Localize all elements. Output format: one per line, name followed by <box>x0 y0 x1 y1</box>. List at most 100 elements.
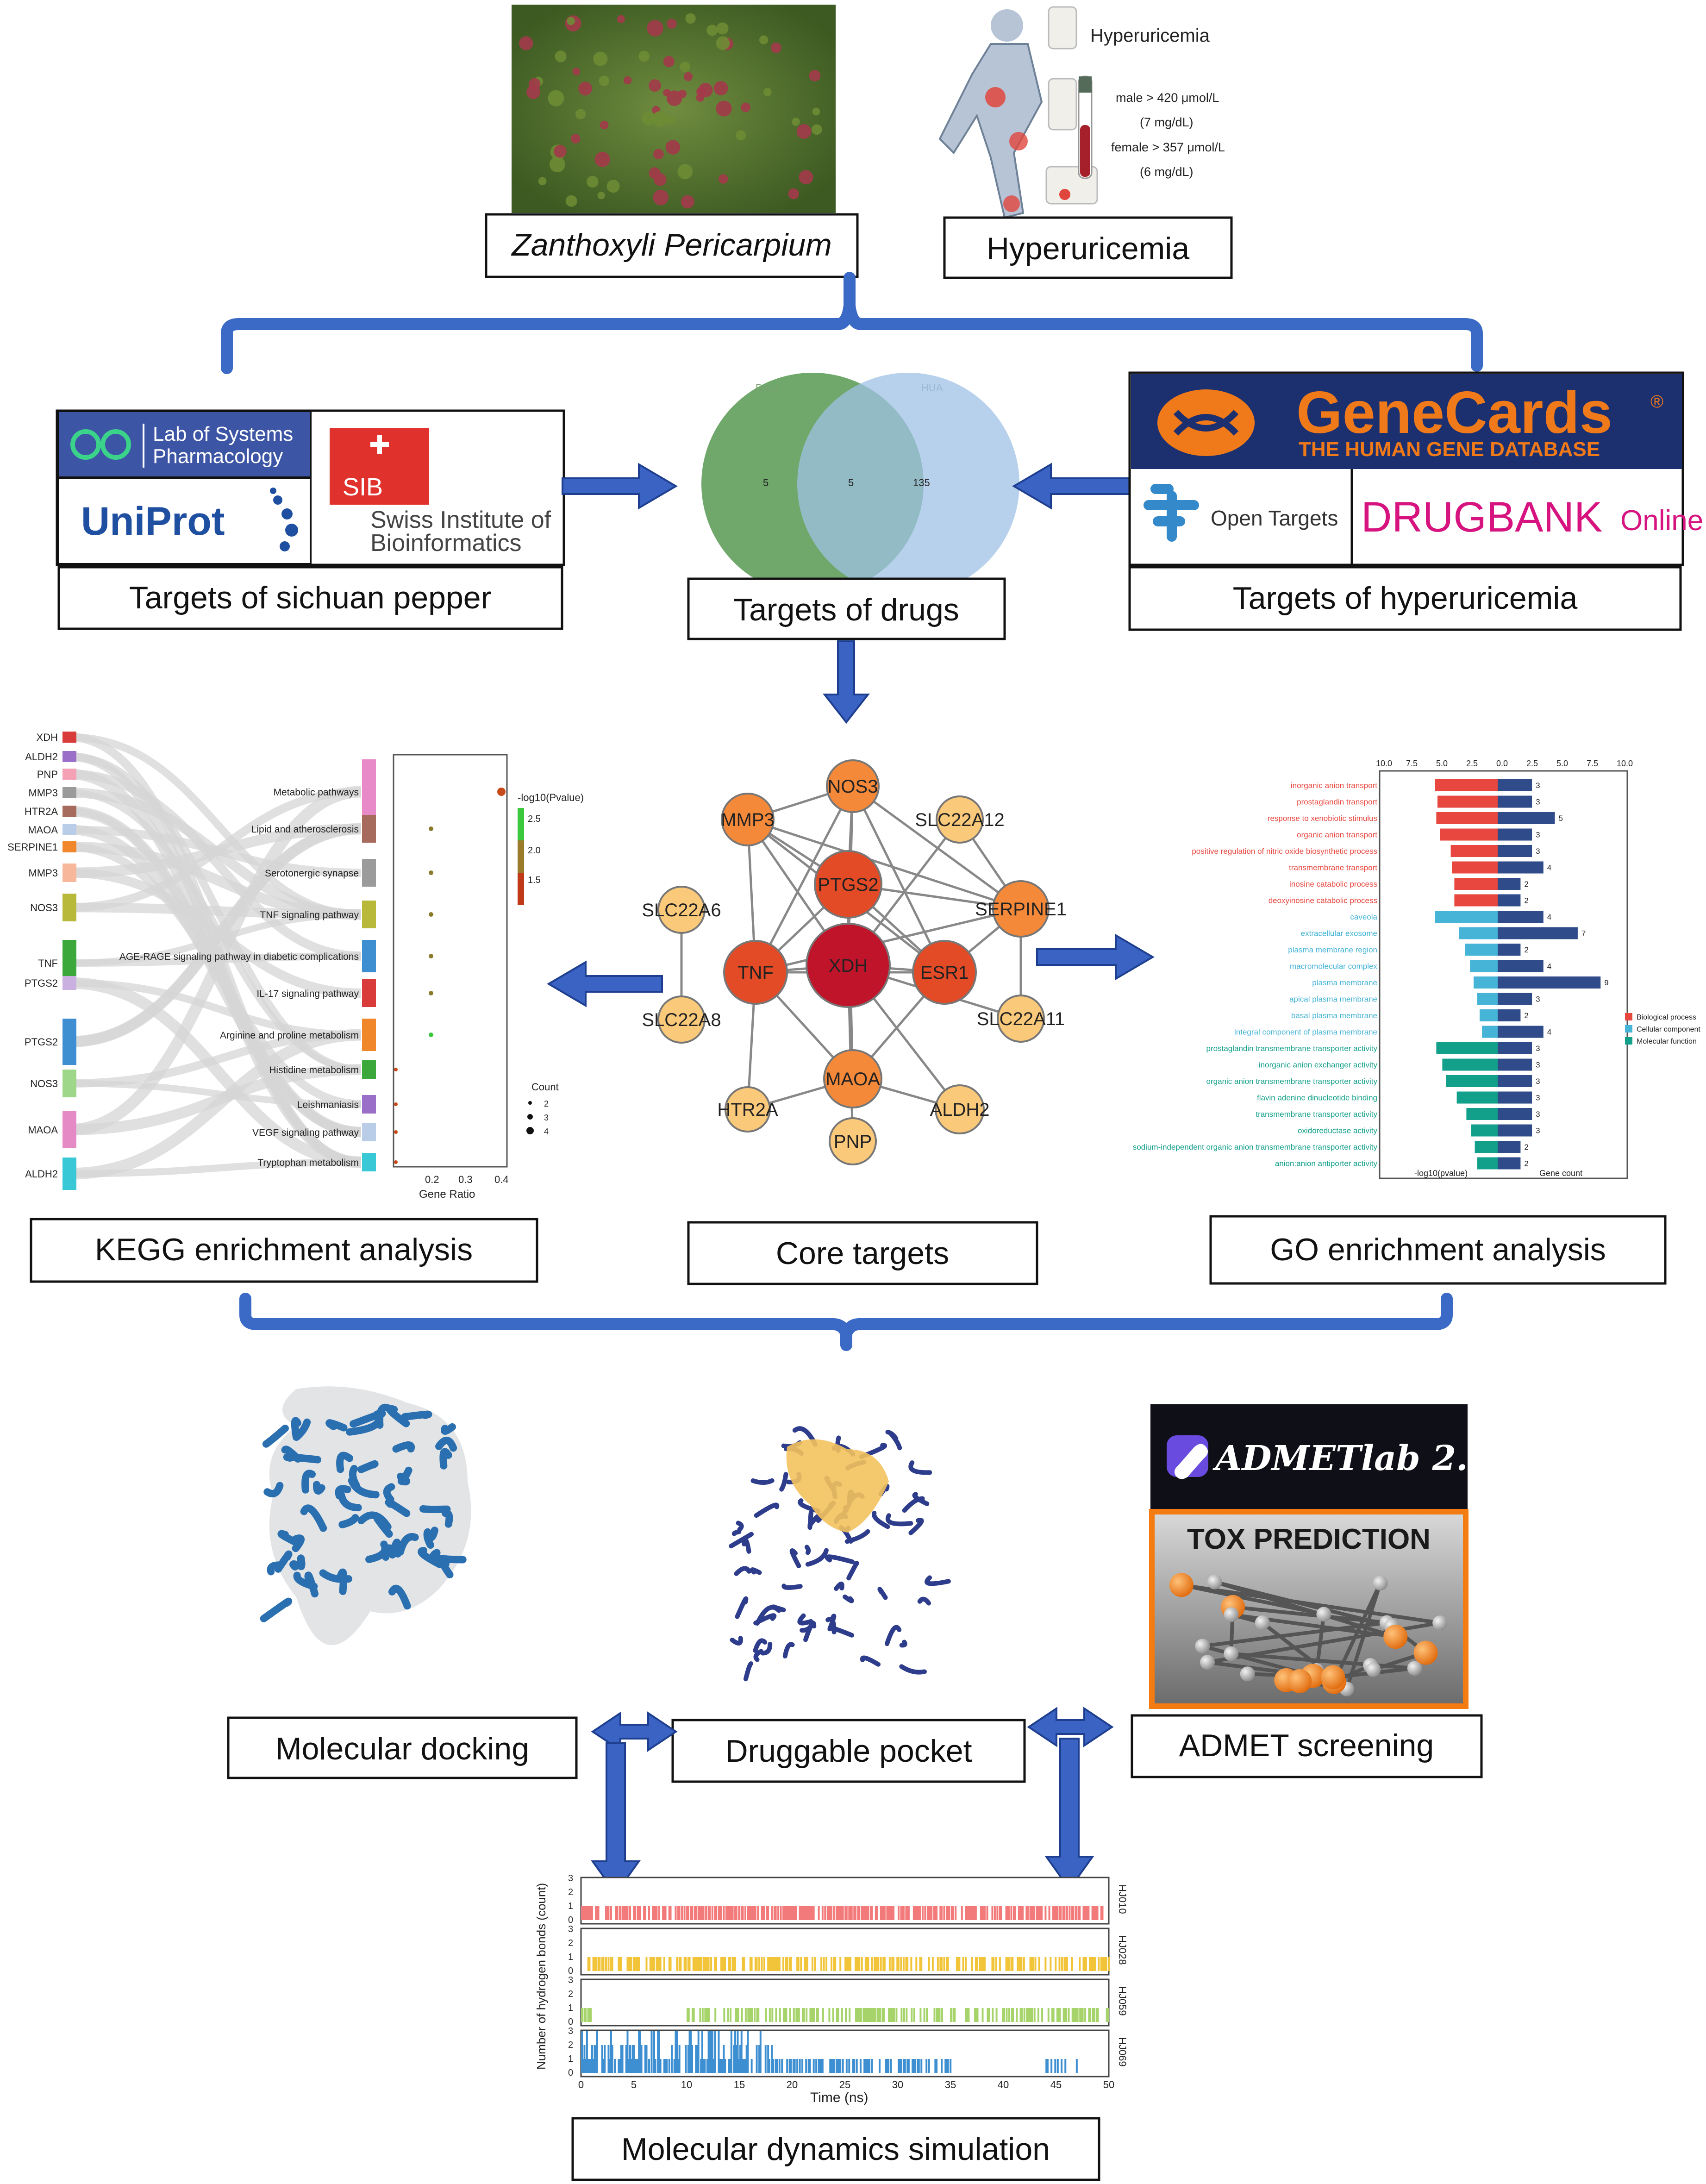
md-hbond-mark <box>786 2059 788 2073</box>
atom <box>1383 1625 1408 1649</box>
berry-cluster <box>792 118 800 126</box>
md-hbond-mark <box>1027 2008 1029 2022</box>
md-hbond-mark <box>1020 1906 1023 1920</box>
md-hbond-mark <box>1071 2008 1074 2022</box>
md-hbond-mark <box>653 1957 655 1971</box>
ribbon-coil <box>736 1521 744 1532</box>
md-hbond-mark <box>678 2045 681 2073</box>
top-brace <box>221 272 1483 374</box>
kegg-pathway-bar <box>362 1123 376 1141</box>
md-hbond-mark <box>1077 1906 1080 1920</box>
kegg-gene-label: PNP <box>37 769 58 780</box>
md-hbond-mark <box>890 1906 892 1920</box>
ribbon-helix <box>385 1498 411 1517</box>
md-hbond-mark <box>994 1906 996 1920</box>
go-term-label: inorganic anion transport <box>1291 781 1377 790</box>
berry-cluster <box>587 175 599 188</box>
berry-cluster <box>809 69 821 81</box>
venn-right-only: 135 <box>913 477 930 488</box>
kegg-xtick-0: 0.2 <box>425 1174 439 1185</box>
go-term-label: plasma membrane region <box>1288 945 1377 954</box>
kegg-pathway-label: Serotonergic synapse <box>265 868 359 879</box>
sib-cross-icon <box>370 435 389 454</box>
md-hbond-mark <box>635 1957 637 1971</box>
md-hbond-mark <box>704 2008 706 2022</box>
md-hbond-mark <box>738 2059 740 2073</box>
atom <box>1366 1662 1381 1677</box>
go-axis-tick: 10.0 <box>1617 759 1633 768</box>
md-hbond-mark <box>888 2008 890 2022</box>
md-hbond-mark <box>939 1957 942 1971</box>
atom <box>1224 1607 1239 1622</box>
svg-text:ESR1: ESR1 <box>920 963 969 983</box>
ribbon-helix <box>357 1460 379 1473</box>
kegg-pathway-label: Leishmaniasis <box>297 1100 359 1110</box>
md-hbond-mark <box>588 2059 591 2073</box>
md-hbond-mark <box>816 2008 818 2022</box>
md-hbond-mark <box>749 1906 751 1920</box>
md-xtick: 45 <box>1050 2079 1062 2090</box>
go-pvalue-bar <box>1456 1091 1498 1104</box>
md-ytick: 3 <box>568 1924 573 1934</box>
md-hbond-mark <box>709 2031 711 2073</box>
md-hbond-mark <box>903 2008 905 2022</box>
md-hbond-mark <box>945 1957 948 1971</box>
ribbon-coil <box>797 1613 813 1626</box>
kegg-pathway-label: Lipid and atherosclerosis <box>251 824 359 835</box>
go-count-label: 3 <box>1536 1061 1540 1070</box>
md-hbond-mark <box>739 2045 741 2073</box>
md-hbond-mark <box>634 1957 636 1971</box>
md-hbond-mark <box>637 2059 639 2073</box>
md-hbond-mark <box>1069 1906 1071 1920</box>
ribbon-coil <box>753 1649 763 1662</box>
kegg-gene-label: TNF <box>38 957 58 969</box>
md-hbond-mark <box>1006 1957 1009 1971</box>
md-hbond-mark <box>659 1957 662 1971</box>
md-hbond-mark <box>754 1957 756 1971</box>
md-hbond-mark <box>695 2045 697 2073</box>
md-hbond-mark <box>809 2059 811 2073</box>
md-hbond-mark <box>1006 2008 1008 2022</box>
md-hbond-mark <box>840 1906 843 1920</box>
md-hbond-mark <box>720 1906 722 1920</box>
md-hbond-mark <box>615 1906 617 1920</box>
md-hbond-mark <box>707 2031 710 2073</box>
go-pvalue-bar <box>1459 927 1498 939</box>
berry-cluster <box>698 83 713 98</box>
network-node-ptgs2: PTGS2 <box>814 850 882 919</box>
md-hbond-mark <box>1080 2008 1082 2022</box>
md-hbond-mark <box>1064 2008 1066 2022</box>
md-hbond-mark <box>814 1957 816 1971</box>
md-hbond-mark <box>876 1906 878 1920</box>
md-hbond-mark <box>718 2031 720 2073</box>
md-hbond-mark <box>1066 1906 1068 1920</box>
berry-cluster <box>653 149 664 160</box>
md-hbond-mark <box>649 1957 651 1971</box>
md-hbond-mark <box>980 1957 982 1971</box>
md-hbond-mark <box>696 2045 698 2073</box>
md-hbond-mark <box>936 2008 938 2022</box>
md-hbond-mark <box>832 2008 834 2022</box>
md-hbond-mark <box>626 1906 629 1920</box>
md-hbond-mark <box>869 1906 872 1920</box>
md-hbond-mark <box>1052 1906 1054 1920</box>
bond <box>1181 1583 1440 1625</box>
md-hbond-mark <box>904 2059 906 2073</box>
md-hbond-mark <box>775 2008 777 2022</box>
berry-cluster <box>606 180 620 193</box>
md-hbond-mark <box>815 2059 818 2073</box>
md-hbond-mark <box>839 1957 842 1971</box>
go-pvalue-bar <box>1475 1141 1498 1153</box>
md-hbond-mark <box>775 1957 777 1971</box>
atom <box>1321 1665 1345 1690</box>
go-axis-tick: 5.0 <box>1556 759 1568 768</box>
ribbon-coil <box>779 1472 788 1492</box>
drugbank-online: Online <box>1620 505 1703 537</box>
md-hbond-mark <box>833 1957 835 1971</box>
md-hbond-mark <box>765 2008 767 2022</box>
md-hbond-mark <box>868 2008 870 2022</box>
md-hbond-mark <box>631 2045 634 2073</box>
berry-cluster <box>617 15 625 23</box>
md-hbond-mark <box>694 1957 696 1971</box>
ribbon-coil <box>750 1567 762 1575</box>
